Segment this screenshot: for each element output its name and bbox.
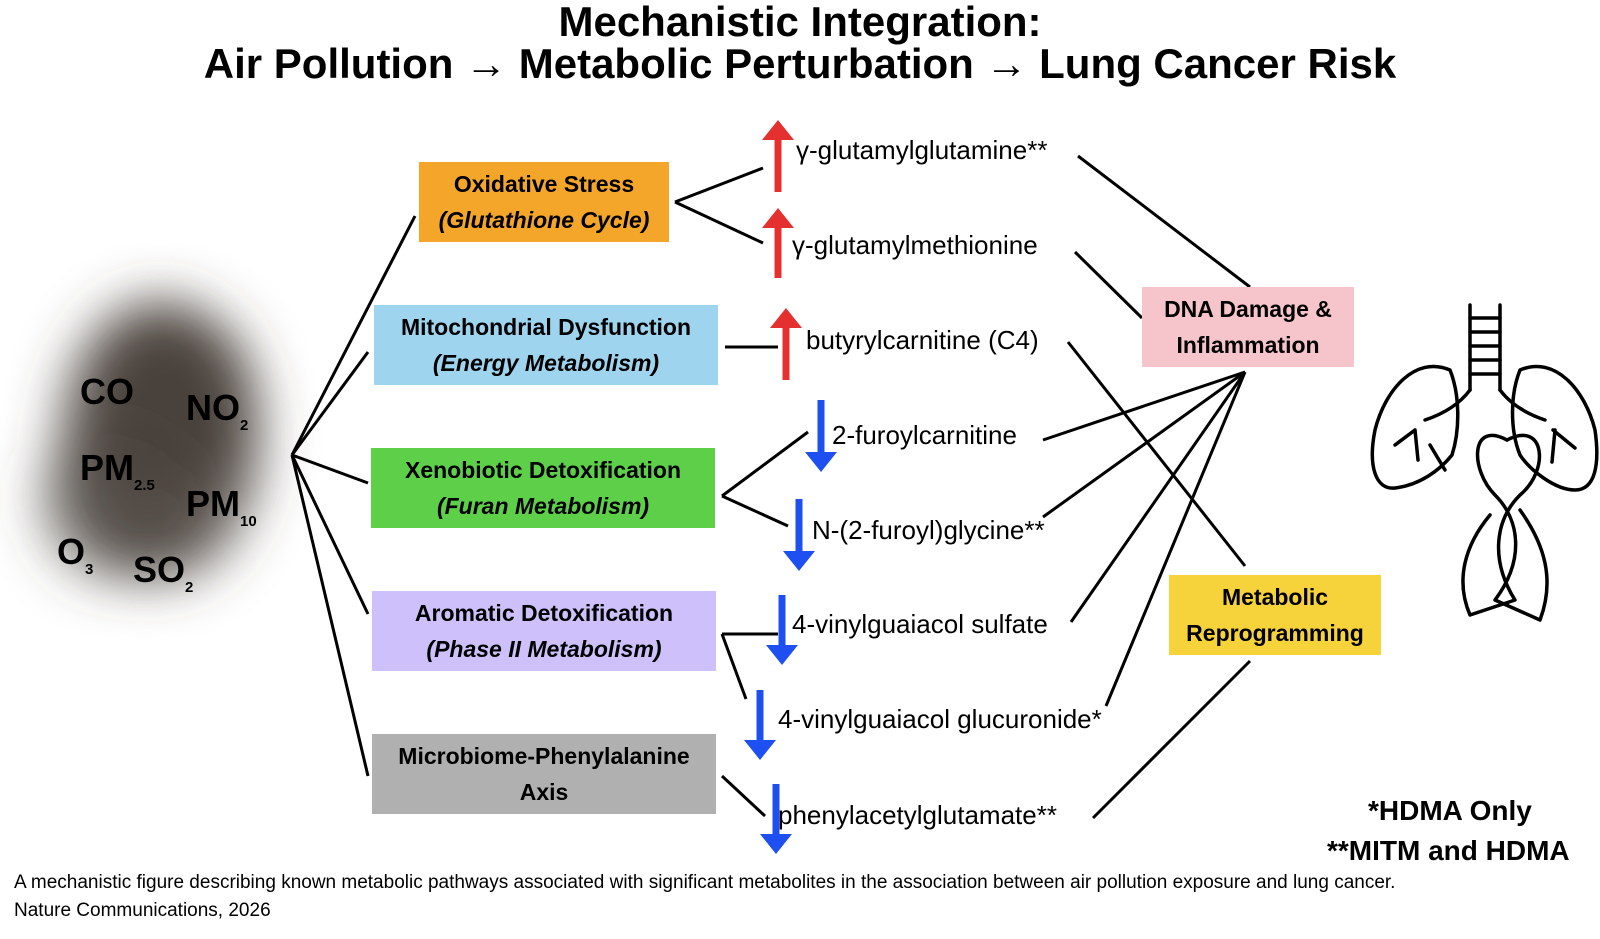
- note-mitm-and-hdma: **MITM and HDMA: [1327, 835, 1570, 866]
- arrow-down-phenylacetylglutamate: [760, 784, 792, 854]
- pollutant-co: CO: [80, 371, 134, 412]
- arrow-down-vinylguaiacol-sulfate: [766, 595, 798, 665]
- title-line-2: Air Pollution → Metabolic Perturbation →…: [203, 40, 1397, 87]
- pathway-mitochondrial-dysfunction: Mitochondrial Dysfunction (Energy Metabo…: [374, 305, 718, 385]
- pathway-sublabel: (Phase II Metabolism): [426, 636, 662, 662]
- note-hdma-only: *HDMA Only: [1368, 795, 1532, 826]
- pathway-aromatic-detoxification: Aromatic Detoxification (Phase II Metabo…: [372, 591, 716, 671]
- pollutant-pm10: PM10: [186, 483, 257, 531]
- pollutant-no2: NO2: [186, 387, 249, 435]
- metabolite-butyrylcarnitine: butyrylcarnitine (C4): [806, 325, 1039, 355]
- arrow-up-glutamylmethionine: [762, 208, 794, 278]
- pathway-microbiome-phenylalanine: Microbiome-Phenylalanine Axis: [372, 734, 716, 814]
- metabolite-arrows: [744, 120, 837, 854]
- arrow-up-butyrylcarnitine: [770, 308, 802, 380]
- outcome-line-2: Reprogramming: [1186, 620, 1364, 646]
- arrow-up-glutamylglutamine: [762, 120, 794, 192]
- metabolite-phenylacetylglutamate: phenylacetylglutamate**: [778, 800, 1057, 830]
- title-line-1: Mechanistic Integration:: [558, 0, 1042, 45]
- arrow-down-vinylguaiacol-glucuronide: [744, 690, 776, 760]
- pathway-sublabel: (Energy Metabolism): [432, 350, 660, 376]
- outcome-connectors: [1042, 154, 1252, 820]
- pathway-sublabel: (Furan Metabolism): [436, 493, 650, 519]
- pollutant-so2: SO2: [133, 549, 194, 597]
- pathway-label: Aromatic Detoxification: [414, 600, 674, 626]
- metabolite-glutamylglutamine: γ-glutamylglutamine**: [796, 135, 1048, 165]
- pathway-connectors: [674, 166, 809, 818]
- pathway-sublabel: (Glutathione Cycle): [438, 207, 650, 233]
- outcome-line-2: Inflammation: [1176, 332, 1320, 358]
- outcome-line-1: Metabolic: [1221, 584, 1329, 610]
- pathway-label: Oxidative Stress: [453, 171, 635, 197]
- pathway-label: Microbiome-Phenylalanine: [398, 743, 690, 769]
- pathway-label: Mitochondrial Dysfunction: [400, 314, 692, 340]
- caption-text: A mechanistic figure describing known me…: [14, 872, 1396, 893]
- pollution-connectors: [290, 215, 417, 777]
- outcome-metabolic-reprogramming: Metabolic Reprogramming: [1169, 575, 1381, 655]
- pollution-cloud: [40, 300, 260, 580]
- outcome-dna-damage-inflammation: DNA Damage & Inflammation: [1142, 287, 1354, 367]
- metabolite-furoylglycine: N-(2-furoyl)glycine**: [812, 515, 1045, 545]
- lungs-ribbon-icon: [1370, 303, 1599, 622]
- metabolite-furoylcarnitine: 2-furoylcarnitine: [832, 420, 1017, 450]
- arrow-down-furoylcarnitine: [805, 400, 837, 472]
- metabolite-glutamylmethionine: γ-glutamylmethionine: [792, 230, 1038, 260]
- metabolite-vinylguaiacol-glucuronide: 4-vinylguaiacol glucuronide*: [778, 704, 1102, 734]
- pathway-xenobiotic-detoxification: Xenobiotic Detoxification (Furan Metabol…: [371, 448, 715, 528]
- pollutant-o3: O3: [57, 531, 94, 579]
- pathway-oxidative-stress: Oxidative Stress (Glutathione Cycle): [419, 162, 669, 242]
- pathway-label: Xenobiotic Detoxification: [404, 457, 682, 483]
- pollutant-pm25: PM2.5: [80, 447, 155, 495]
- arrow-down-furoylglycine: [783, 499, 815, 571]
- metabolite-vinylguaiacol-sulfate: 4-vinylguaiacol sulfate: [792, 609, 1048, 639]
- outcome-line-1: DNA Damage &: [1164, 296, 1332, 322]
- pathway-sublabel: Axis: [519, 779, 569, 805]
- caption-source: Nature Communications, 2026: [14, 900, 271, 921]
